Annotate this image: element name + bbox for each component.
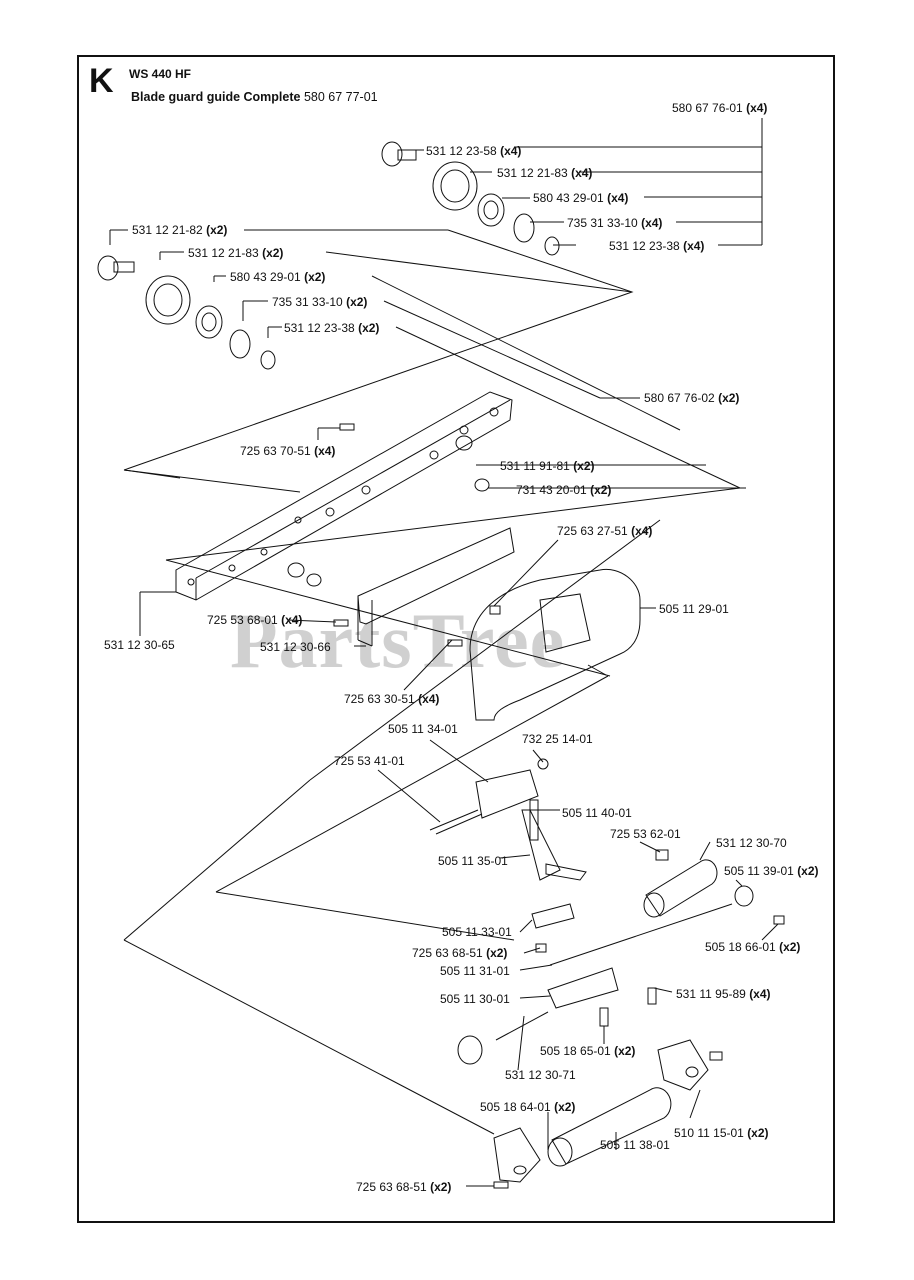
part-callout: 531 12 21-83 (x4) [497, 166, 593, 180]
part-callout: 505 11 31-01 [440, 964, 510, 978]
part-callout: 510 11 15-01 (x2) [674, 1126, 769, 1140]
part-callout: 732 25 14-01 [522, 732, 593, 746]
part-callout: 735 31 33-10 (x2) [272, 295, 368, 309]
page-frame [77, 55, 835, 1223]
leader-lines-top-group [410, 118, 763, 246]
part-callout: 531 11 91-81 (x2) [500, 459, 595, 473]
part-callout: 505 11 38-01 [600, 1138, 670, 1152]
part-callout: 531 12 30-71 [505, 1068, 576, 1082]
part-callout: 505 18 64-01 (x2) [480, 1100, 576, 1114]
part-callout: 725 63 30-51 (x4) [344, 692, 440, 706]
part-callout: 531 12 30-66 [260, 640, 331, 654]
left-bearing-group [97, 255, 276, 370]
part-callout: 735 31 33-10 (x4) [567, 216, 663, 230]
assembly-number: 580 67 77-01 [303, 90, 378, 104]
part-callout: 531 12 23-38 (x2) [284, 321, 380, 335]
part-callout: 531 12 23-58 (x4) [426, 144, 522, 158]
part-callout: 725 53 41-01 [334, 754, 405, 768]
part-callout: 505 11 34-01 [388, 722, 458, 736]
part-callout: 505 18 65-01 (x2) [540, 1044, 636, 1058]
part-callout: 505 11 29-01 [659, 602, 729, 616]
part-callout: 580 43 29-01 (x4) [533, 191, 629, 205]
assembly-title: Blade guard guide Complete 580 67 77-01 [131, 90, 378, 104]
blade-guard-housing [469, 568, 641, 721]
part-callout: 531 12 30-70 [716, 836, 787, 850]
part-callout: 505 18 66-01 (x2) [705, 940, 801, 954]
callout-leaders [139, 427, 779, 1187]
part-callout: 725 63 68-51 (x2) [356, 1180, 452, 1194]
part-callout: 505 11 33-01 [442, 925, 512, 939]
part-callout: 505 11 35-01 [438, 854, 508, 868]
part-callout: 580 67 76-01 (x4) [672, 101, 768, 115]
part-callout: 725 53 68-01 (x4) [207, 613, 303, 627]
projection-planes [123, 229, 741, 1135]
section-letter: K [89, 62, 114, 100]
angle-bracket [333, 527, 515, 647]
part-callout: 505 11 30-01 [440, 992, 510, 1006]
bottom-roller-assembly [493, 1039, 723, 1189]
part-callout: 725 63 68-51 (x2) [412, 946, 508, 960]
part-callout: 580 67 76-02 (x2) [644, 391, 740, 405]
lower-shaft-assembly [457, 903, 733, 1065]
part-callout: 531 12 21-82 (x2) [132, 223, 228, 237]
part-callout: 580 43 29-01 (x2) [230, 270, 326, 284]
part-callout: 725 63 70-51 (x4) [240, 444, 336, 458]
assembly-name: Blade guard guide Complete [131, 90, 301, 104]
part-callout: 531 12 30-65 [104, 638, 175, 652]
watermark-text: PartsTree [230, 597, 566, 684]
model-name: WS 440 HF [129, 67, 192, 81]
part-callout: 531 12 23-38 (x4) [609, 239, 705, 253]
part-callout: 725 63 27-51 (x4) [557, 524, 653, 538]
top-bearing-group [381, 141, 560, 256]
part-callout: 531 11 95-89 (x4) [676, 987, 771, 1001]
part-callout: 505 11 39-01 (x2) [724, 864, 819, 878]
part-callout: 731 43 20-01 (x2) [516, 483, 612, 497]
part-callout: 505 11 40-01 [562, 806, 632, 820]
part-callout: 725 53 62-01 [610, 827, 681, 841]
part-callout: 531 12 21-83 (x2) [188, 246, 284, 260]
cylinder-part [643, 849, 785, 925]
leader-lines-left-group [109, 229, 741, 489]
guide-rail [175, 391, 513, 601]
